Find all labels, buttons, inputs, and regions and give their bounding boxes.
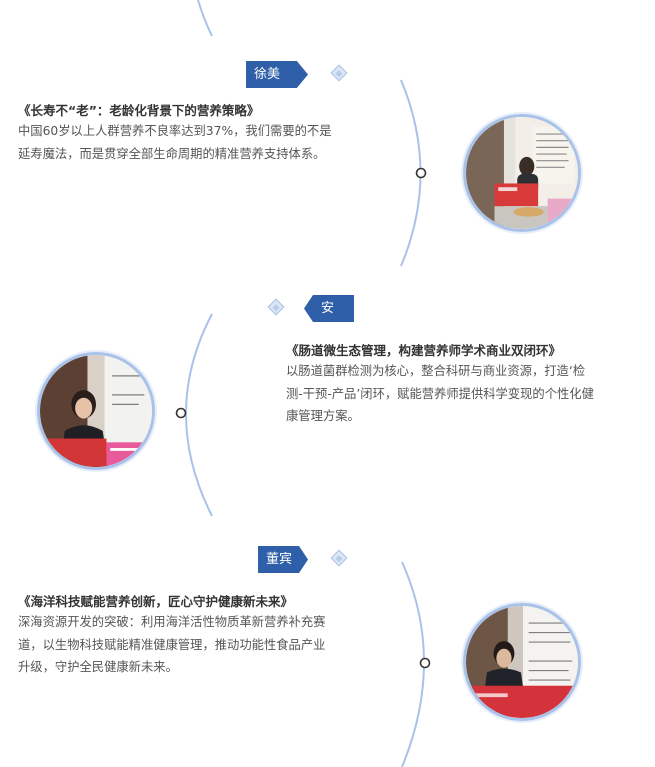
desc-line: 深海资源开发的突破：利用海洋活性物质革新营养补充赛	[18, 615, 326, 629]
desc-line: 测-干预-产品’闭环，赋能营养师提供科学变现的个性化健	[286, 386, 594, 401]
speaker-name-tag: 徐美虹	[246, 61, 308, 88]
speaker-photo	[37, 352, 155, 470]
photo-scene	[40, 355, 152, 467]
desc-line: 以肠道菌群检测为核心，整合科研与商业资源，打造‘检	[286, 364, 586, 378]
timeline-node-3	[419, 657, 431, 669]
timeline-node-1	[415, 167, 427, 179]
speaker-name-tag: 董宾	[258, 546, 308, 573]
desc-line: 中国60岁以上人群营养不良率达到37%，我们需要的不是	[18, 124, 332, 138]
desc-line: 升级，守护全民健康新未来。	[18, 660, 178, 674]
talk-title: 《长寿不“老”：老龄化背景下的营养策略》	[18, 103, 260, 118]
arc-top	[197, 0, 213, 37]
speaker-photo	[463, 603, 581, 721]
photo-scene	[466, 117, 578, 229]
arc-2	[185, 313, 213, 517]
talk-title: 《肠道微生态管理，构建营养师学术商业双闭环》	[286, 343, 562, 358]
talk-description: 以肠道菌群检测为核心，整合科研与商业资源，打造‘检 测-干预-产品’闭环，赋能营…	[286, 360, 616, 428]
speaker-photo	[463, 114, 581, 232]
talk-description: 中国60岁以上人群营养不良率达到37%，我们需要的不是 延寿魔法，而是贯穿全部生…	[18, 120, 358, 165]
talk-description: 深海资源开发的突破：利用海洋活性物质革新营养补充赛 道，以生物科技赋能精准健康管…	[18, 611, 358, 679]
timeline-node-2	[175, 407, 187, 419]
desc-line: 康管理方案。	[286, 409, 360, 423]
desc-line: 延寿魔法，而是贯穿全部生命周期的精准营养支持体系。	[18, 146, 326, 161]
talk-title: 《海洋科技赋能营养创新，匠心守护健康新未来》	[18, 594, 294, 609]
speaker-name-tag: 安于	[304, 295, 354, 322]
desc-line: 道，以生物科技赋能精准健康管理，推动功能性食品产业	[18, 637, 326, 652]
photo-scene	[466, 606, 578, 718]
